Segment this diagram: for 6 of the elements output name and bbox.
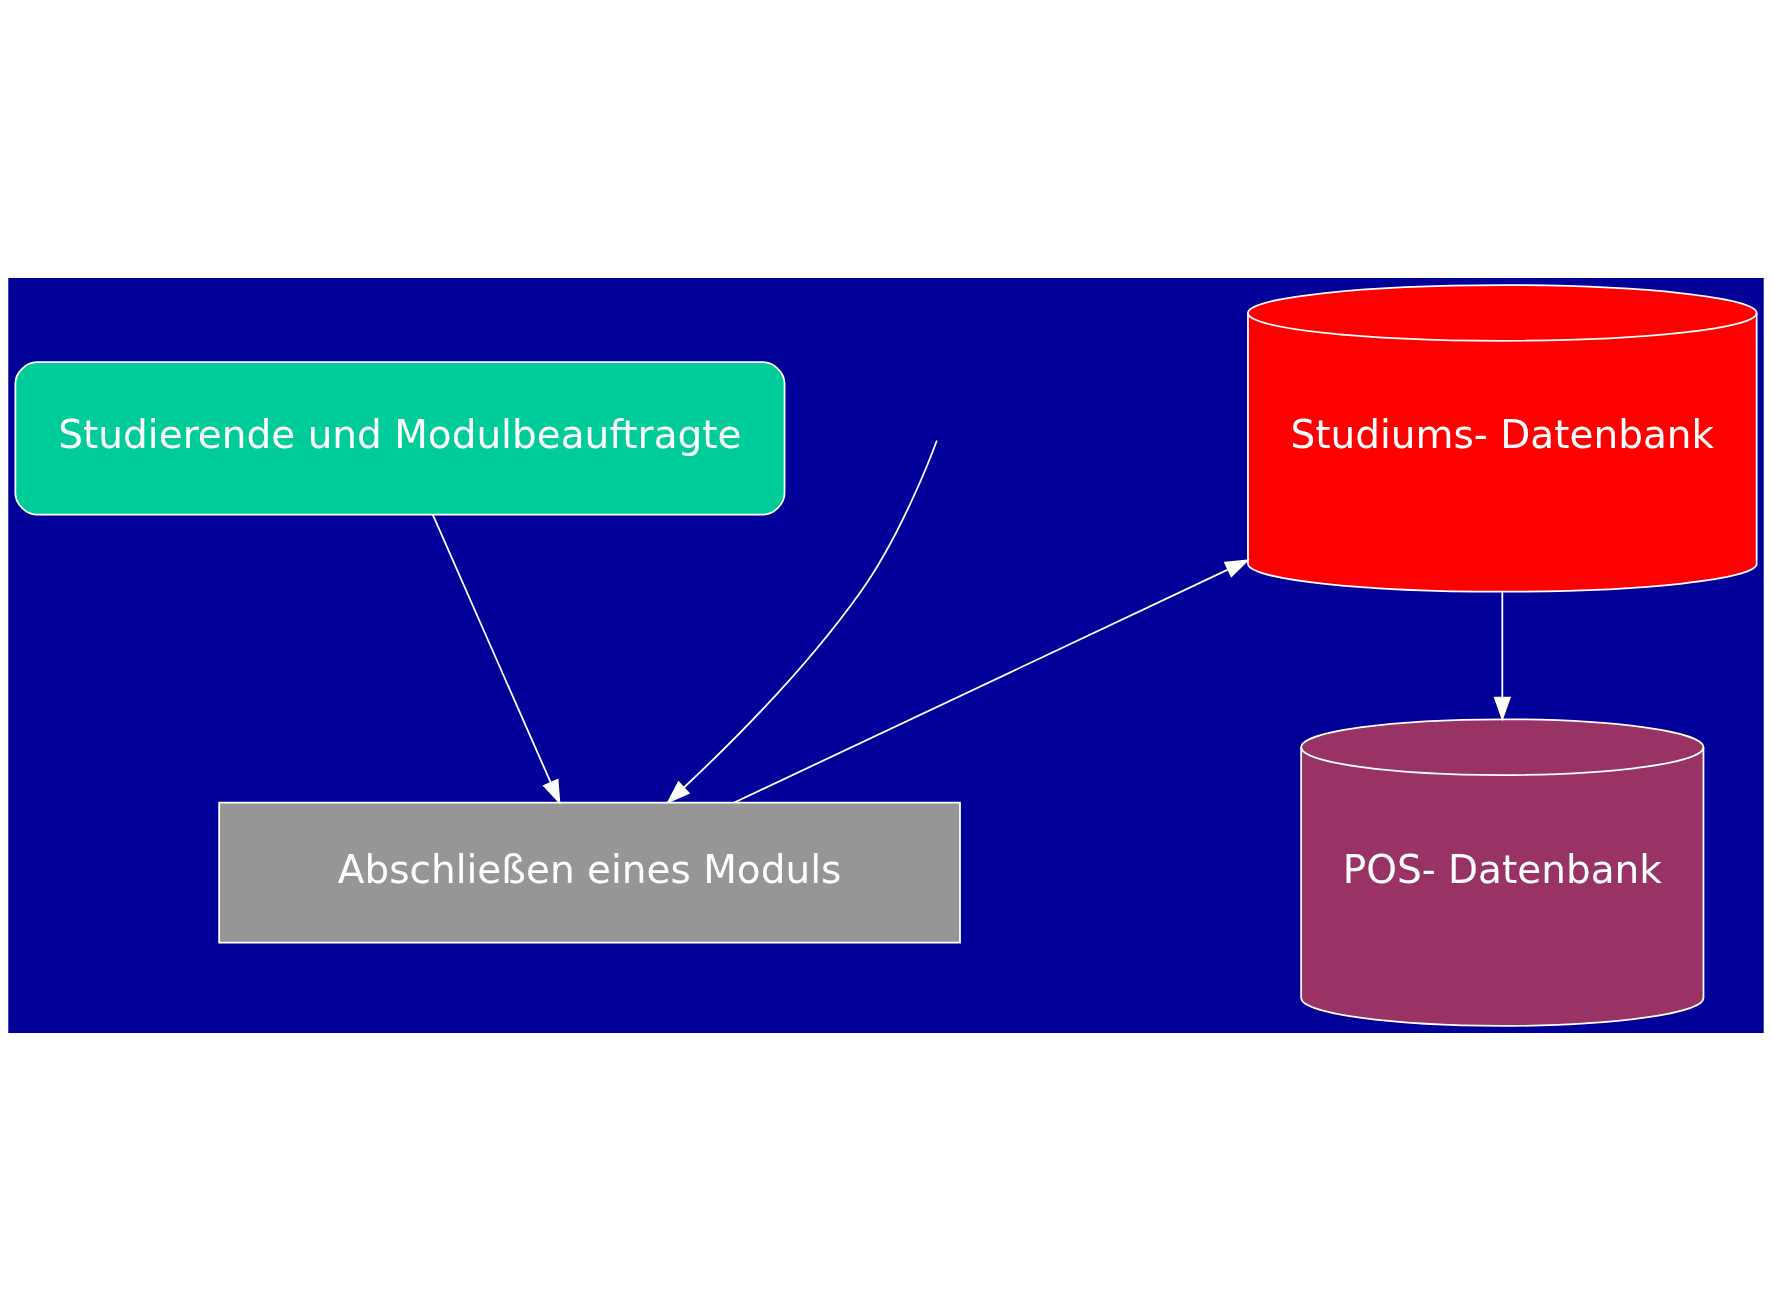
- node-box: Studierende und Modulbeauftragte: [14, 360, 786, 515]
- arrow: [1493, 590, 1511, 722]
- node-box: Abschließen eines Moduls: [218, 801, 961, 943]
- arrow: [666, 439, 938, 804]
- arrow: [431, 513, 561, 805]
- arrow: [733, 558, 1250, 803]
